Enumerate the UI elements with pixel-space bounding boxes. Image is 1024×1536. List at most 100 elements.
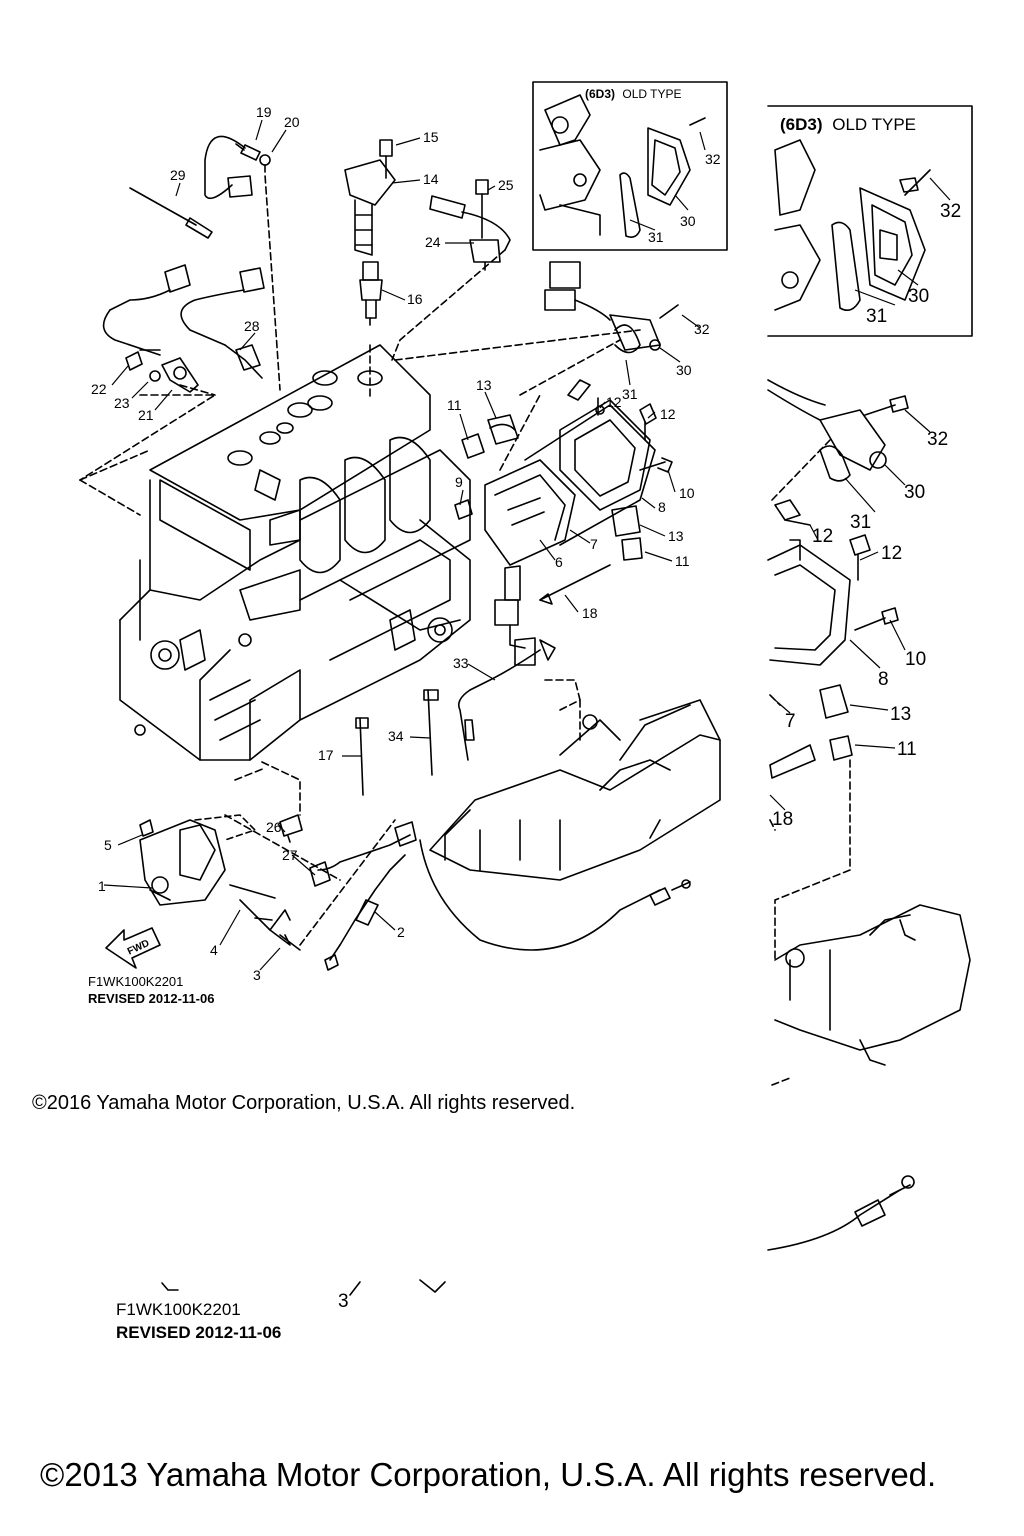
callout-24: 24 (425, 234, 441, 250)
callout-32: 32 (694, 321, 710, 337)
inset-old-type-large (767, 105, 973, 337)
zoom-callout-13: 13 (890, 704, 911, 725)
part-27-cable (309, 821, 417, 887)
callout-5: 5 (104, 837, 112, 853)
callout-21: 21 (138, 407, 154, 423)
callout-2: 2 (397, 924, 405, 940)
inset-title-small-bold: (6D3) (585, 87, 615, 101)
zoom-callout-30-inset: 30 (908, 286, 929, 307)
zoom-callout-10: 10 (905, 649, 926, 670)
part-29-rod (129, 187, 197, 226)
callout-16: 16 (407, 291, 423, 307)
zoom-cable-2 (767, 1175, 915, 1251)
part-13-grommet (487, 414, 519, 445)
exhaust-manifold (429, 679, 721, 881)
part-33-sensor (457, 639, 556, 761)
callout-13-bottom: 13 (668, 528, 684, 544)
revised-date-large: REVISED 2012-11-06 (116, 1323, 282, 1342)
part-21-sensor (125, 351, 216, 396)
callout-1: 1 (98, 878, 106, 894)
zoom-callout-12-a: 12 (812, 526, 833, 547)
callout-30-inset: 30 (680, 213, 696, 229)
zoom-callout-8: 8 (878, 669, 889, 690)
callout-32-inset: 32 (705, 151, 721, 167)
copyright-2013: ©2013 Yamaha Motor Corporation, U.S.A. A… (40, 1456, 937, 1493)
callout-23: 23 (114, 395, 130, 411)
zoom-collar-11 (829, 735, 853, 761)
part-11-collar (461, 433, 485, 459)
inset-title-small: (6D3) OLD TYPE (585, 87, 682, 101)
part-1-throttle-body (139, 814, 256, 906)
fwd-arrow-icon (105, 927, 161, 969)
part-14-ignition-coil (344, 139, 396, 256)
part-20-washer (259, 154, 271, 166)
zoom-callout-32: 32 (927, 429, 948, 450)
callout-17: 17 (318, 747, 334, 763)
zoom-strap-18 (769, 744, 816, 779)
callout-25: 25 (498, 177, 514, 193)
revised-date: REVISED 2012-11-06 (88, 991, 215, 1006)
part-8-plate (559, 397, 651, 511)
callout-12-b: 12 (660, 406, 676, 422)
part-26-sensor (279, 814, 303, 837)
callout-10: 10 (679, 485, 695, 501)
callout-8: 8 (658, 499, 666, 515)
callout-15: 15 (423, 129, 439, 145)
engine-block (79, 344, 471, 761)
zoom-grommet-13 (819, 684, 849, 719)
inset-title-large-bold: (6D3) (780, 115, 823, 134)
callout-11-top: 11 (447, 397, 462, 413)
callout-9: 9 (455, 474, 463, 490)
zoom-callout-7: 7 (785, 711, 796, 732)
part-34-strap (427, 689, 433, 776)
part-28-sensors (102, 264, 265, 379)
part-2-cable (324, 839, 691, 971)
callout-7: 7 (590, 536, 598, 552)
inset-title-large: (6D3) OLD TYPE (780, 115, 916, 134)
drawing-code-large: F1WK100K2201 (116, 1300, 241, 1319)
callout-26: 26 (266, 819, 282, 835)
callout-34: 34 (388, 728, 404, 744)
callout-27: 27 (282, 847, 298, 863)
inset-title-small-rest: OLD TYPE (622, 87, 681, 101)
zoom-callout-31-inset: 31 (866, 306, 887, 327)
callout-4: 4 (210, 942, 218, 958)
callout-30: 30 (676, 362, 692, 378)
zoom-sensor-30 (767, 379, 909, 482)
inset-title-large-rest: OLD TYPE (832, 115, 916, 134)
part-30-sensor (544, 261, 679, 354)
callout-31: 31 (622, 386, 638, 402)
callout-20: 20 (284, 114, 300, 130)
callout-13-top: 13 (476, 377, 492, 393)
callout-19: 19 (256, 104, 272, 120)
part-18-strap (539, 564, 611, 601)
bottom-callout-3: 3 (338, 1291, 349, 1312)
zoom-callout-12-b: 12 (881, 543, 902, 564)
callout-11-bottom: 11 (675, 553, 690, 569)
callout-33: 33 (453, 655, 469, 671)
callout-12-a: 12 (606, 394, 622, 410)
part-4-rod (229, 884, 276, 899)
part-16-spark-plug (359, 261, 383, 401)
zoom-callout-32-inset: 32 (940, 201, 961, 222)
part-6-ecu (484, 459, 576, 566)
copyright-2016: ©2016 Yamaha Motor Corporation, U.S.A. A… (32, 1092, 576, 1114)
drawing-code: F1WK100K2201 (88, 974, 184, 989)
callout-18: 18 (582, 605, 598, 621)
part-19-sensor (204, 135, 261, 200)
callout-29: 29 (170, 167, 186, 183)
zoom-callout-11: 11 (897, 739, 917, 760)
callout-22: 22 (91, 381, 107, 397)
callout-3: 3 (253, 967, 261, 983)
zoom-callout-18: 18 (772, 809, 793, 830)
callout-31-inset: 31 (648, 229, 664, 245)
inset-old-type-small (532, 81, 728, 251)
callout-28: 28 (244, 318, 260, 334)
zoom-plate-8 (767, 499, 899, 666)
zoom-callout-31: 31 (850, 512, 871, 533)
callout-14: 14 (423, 171, 439, 187)
part-24-sensor (391, 179, 511, 361)
zoom-callout-30: 30 (904, 482, 925, 503)
harness-connector (494, 565, 536, 666)
